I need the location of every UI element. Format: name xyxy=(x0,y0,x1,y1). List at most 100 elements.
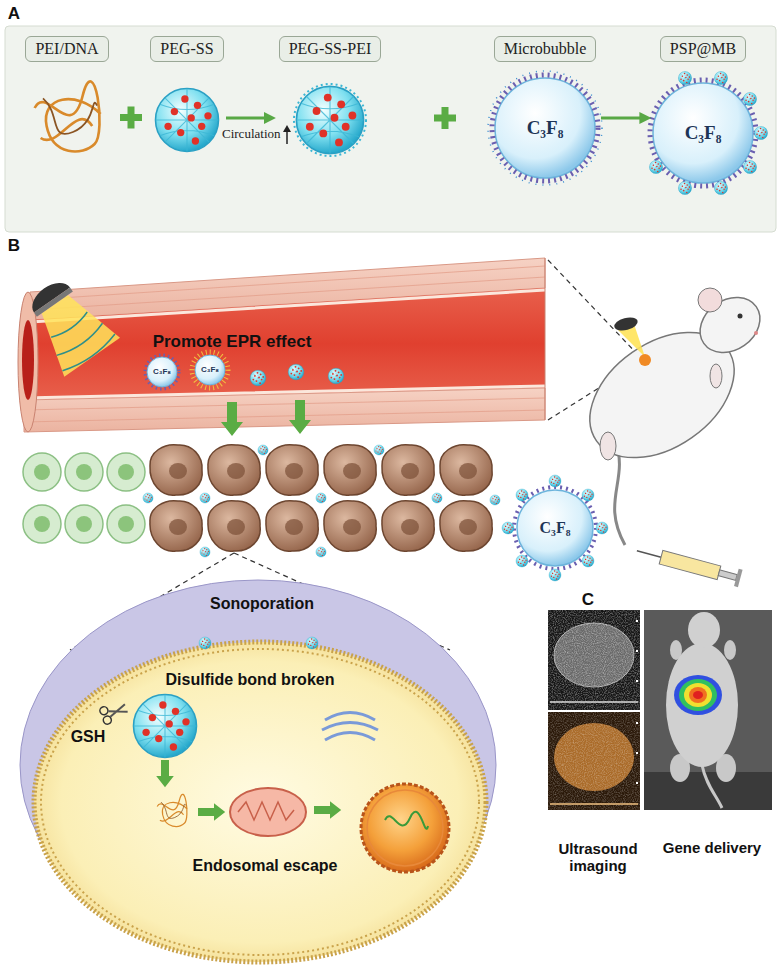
tumor-cell-detail xyxy=(20,580,496,962)
syringe xyxy=(718,570,737,580)
injected-microbubble xyxy=(549,475,561,487)
injected-microbubble xyxy=(582,489,594,501)
box-label: Microbubble xyxy=(494,36,597,62)
injected-microbubble xyxy=(596,522,608,534)
ultrasound-image xyxy=(636,650,638,652)
golgi-apparatus xyxy=(325,733,375,741)
normal-cell xyxy=(23,453,145,543)
golgi-apparatus xyxy=(325,713,375,721)
ultrasound-image xyxy=(548,712,640,810)
bioluminescence-image xyxy=(674,675,722,715)
tumor-site xyxy=(613,315,651,366)
green-arrow xyxy=(314,801,341,819)
mitochondrion xyxy=(230,788,306,836)
gas-label: C₃F₈ xyxy=(527,117,564,139)
nanoparticle xyxy=(432,493,442,503)
syringe xyxy=(637,551,661,557)
up-arrow-symbol xyxy=(283,125,291,132)
mouse xyxy=(689,286,770,364)
syringe xyxy=(734,569,743,587)
bioluminescence-image xyxy=(693,691,703,699)
microbubble xyxy=(488,71,602,185)
released-dna xyxy=(157,794,187,826)
bioluminescence-image xyxy=(688,612,720,648)
tumor-cell xyxy=(382,445,434,495)
normal-cell xyxy=(107,453,145,491)
bioluminescence-image xyxy=(644,772,772,810)
box-label: PEG-SS-PEI xyxy=(279,36,382,62)
annotation: Endosomal escape xyxy=(193,857,338,875)
annotation: GSH xyxy=(71,728,106,746)
injected-microbubble xyxy=(502,475,608,581)
mouse xyxy=(567,286,771,545)
ultrasound-image xyxy=(636,680,638,682)
vessel-bubble xyxy=(145,355,179,389)
mouse xyxy=(698,288,722,312)
tumor-site xyxy=(639,354,651,366)
psp-microbubble xyxy=(754,126,767,139)
tumor-cell xyxy=(382,501,434,551)
box-label: PSP@MB xyxy=(660,36,746,62)
golgi-apparatus xyxy=(322,713,378,741)
caption: Ultrasound imaging xyxy=(548,840,648,875)
nanoparticle xyxy=(288,364,304,380)
process-box: PSP@MB xyxy=(652,36,754,176)
tumor-cell xyxy=(266,501,318,551)
ultrasound-image xyxy=(636,620,638,622)
normal-cell xyxy=(23,453,61,491)
ultrasound-transducer xyxy=(34,287,73,316)
peg-ss-pei-particle xyxy=(294,84,366,156)
injected-microbubble xyxy=(549,569,561,581)
tumor-site xyxy=(613,315,639,333)
psp-microbubble xyxy=(650,80,756,186)
ultrasound-image xyxy=(636,782,638,784)
gas-label: C₃F₈ xyxy=(540,519,571,537)
scissors-symbol xyxy=(99,699,130,725)
peg-ss-particle xyxy=(156,89,219,152)
zoom-line xyxy=(548,260,640,357)
nanoparticle xyxy=(200,493,210,503)
ultrasound-image xyxy=(550,803,638,805)
green-arrow xyxy=(156,760,174,787)
edge-label: Circulation xyxy=(222,127,281,142)
ultrasound-image xyxy=(548,610,640,810)
bioluminescence-image xyxy=(684,683,712,707)
bioluminescence-image xyxy=(644,610,772,810)
psp-microbubble xyxy=(743,92,756,105)
caption: Gene delivery xyxy=(663,839,761,856)
pei-dna-tangle xyxy=(35,81,101,151)
psp-microbubble xyxy=(714,71,727,84)
bioluminescence-image xyxy=(679,679,717,711)
ultrasound-image xyxy=(548,610,640,710)
mitochondrion xyxy=(230,788,306,836)
box-label: PEI/DNA xyxy=(25,36,108,62)
peg-ss-pei-particle xyxy=(296,86,363,153)
ultrasound-image xyxy=(548,712,640,810)
panel-letter: A xyxy=(8,4,20,24)
zoom-line xyxy=(70,260,640,650)
psp-microbubble xyxy=(678,71,691,84)
annotation: Promote EPR effect xyxy=(153,332,312,352)
panel-letter: B xyxy=(8,236,20,256)
tumor-cell xyxy=(440,445,492,495)
nanoparticle xyxy=(250,364,344,386)
psp-microbubble xyxy=(649,160,662,173)
nucleus xyxy=(385,812,428,829)
bioluminescence-image xyxy=(644,610,772,810)
microbubble xyxy=(492,75,598,181)
nanoparticle xyxy=(200,547,210,557)
green-arrow xyxy=(289,400,311,434)
nanoparticle xyxy=(199,637,211,649)
microbubble xyxy=(488,71,602,185)
syringe xyxy=(659,550,721,579)
ultrasound-image xyxy=(636,752,638,754)
annotation: Disulfide bond broken xyxy=(166,671,335,689)
scissors-symbol xyxy=(108,704,128,718)
tumor-cell xyxy=(440,501,492,551)
normal-cell xyxy=(65,505,103,543)
nanoparticle xyxy=(199,637,318,649)
mouse xyxy=(738,314,743,319)
panel-background xyxy=(5,26,776,232)
psp-microbubble xyxy=(714,181,727,194)
vessel-bubble xyxy=(145,352,228,389)
